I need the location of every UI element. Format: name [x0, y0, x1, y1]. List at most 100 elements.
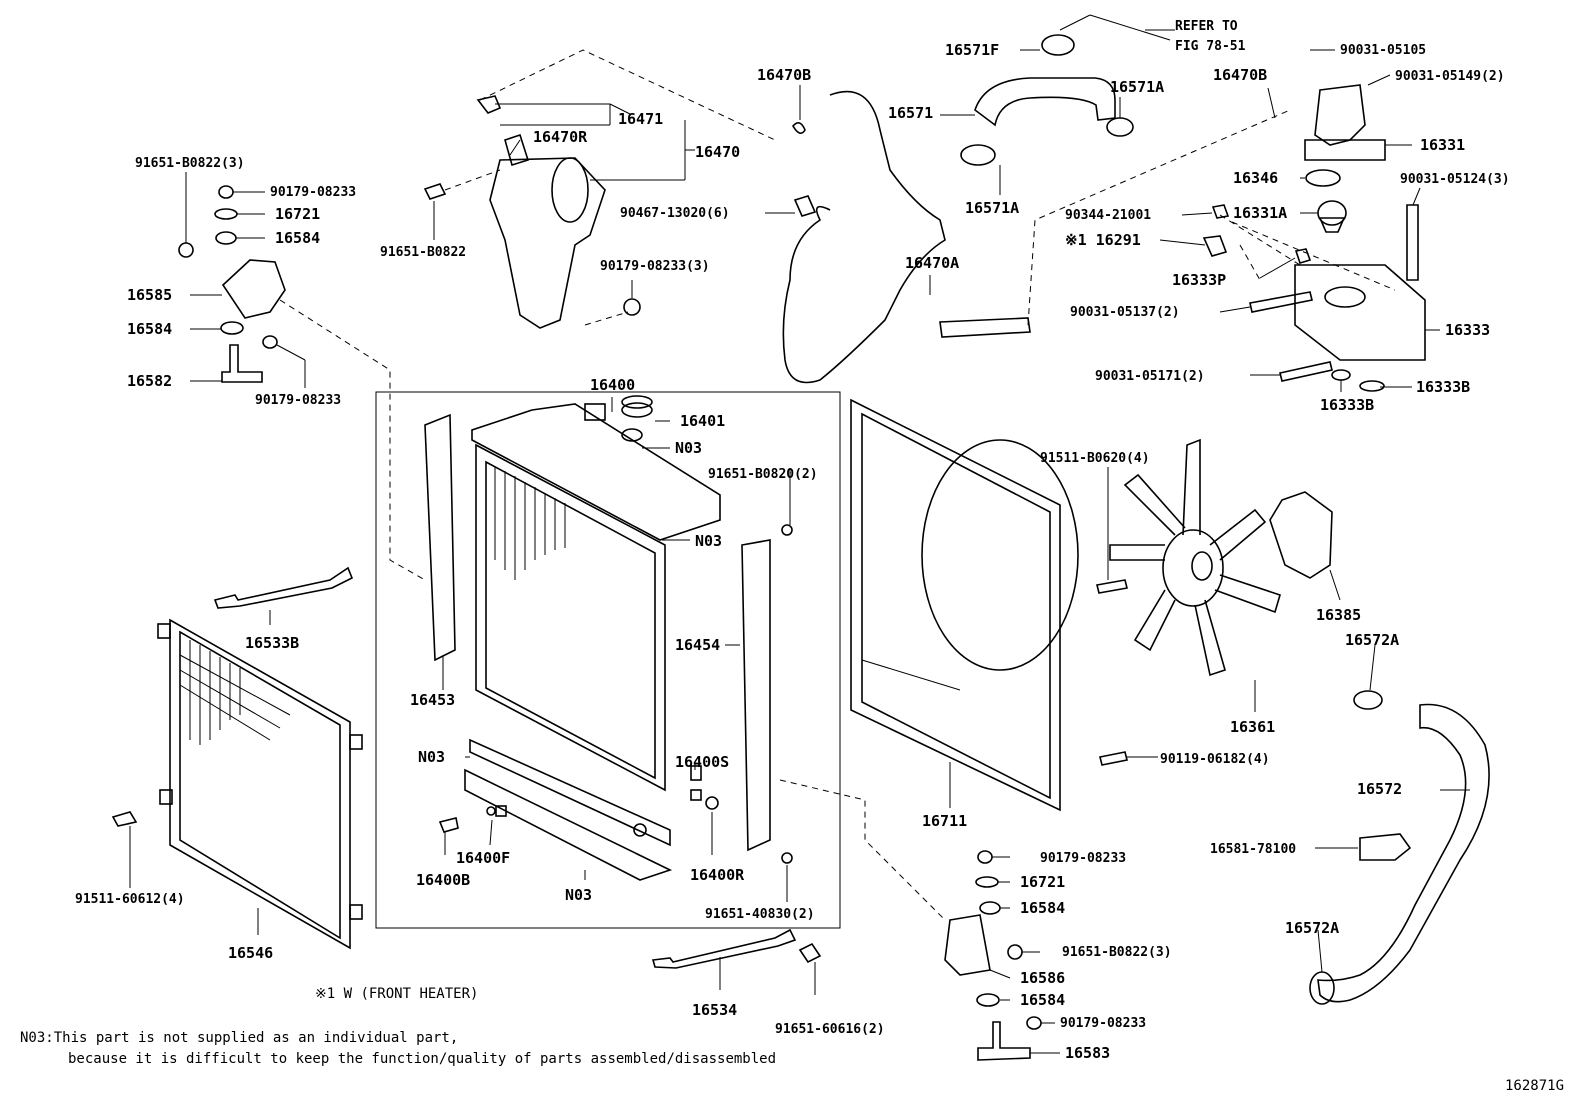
label-91511-60612: 91511-60612(4)	[75, 892, 185, 907]
label-n03-seal: N03	[418, 748, 445, 766]
label-91511-B0620: 91511-B0620(4)	[1040, 451, 1150, 466]
label-90031-05137: 90031-05137(2)	[1070, 305, 1180, 320]
label-16585: 16585	[127, 286, 172, 304]
refer-note-line1: REFER TO	[1175, 19, 1238, 34]
label-16470R: 16470R	[533, 128, 588, 146]
water-inlet-housing[interactable]	[1294, 264, 1426, 392]
hose-clamp-16572A-1[interactable]	[1353, 690, 1383, 710]
pipe-16291[interactable]	[1202, 235, 1228, 257]
label-16470B-2: 16470B	[1213, 66, 1267, 84]
drain-cock-parts[interactable]	[438, 524, 793, 864]
gasket-16333B-1[interactable]	[1331, 369, 1351, 381]
bolt-90031-05171[interactable]	[1279, 361, 1333, 382]
label-16400S: 16400S	[675, 753, 729, 771]
radiator-cap[interactable]	[621, 395, 653, 442]
label-16400: 16400	[590, 376, 635, 394]
plug-16333P[interactable]	[1294, 248, 1312, 264]
label-16586: 16586	[1020, 969, 1065, 987]
condenser[interactable]	[111, 618, 363, 950]
label-n03-upper: N03	[695, 532, 722, 550]
label-16471: 16471	[618, 110, 663, 128]
label-16534: 16534	[692, 1001, 737, 1019]
gasket-16333B-2[interactable]	[1359, 380, 1385, 392]
label-16346: 16346	[1233, 169, 1278, 187]
label-16331: 16331	[1420, 136, 1465, 154]
reservoir-hose[interactable]	[782, 90, 946, 384]
reservoir-hose-end[interactable]	[939, 317, 1031, 338]
radiator-lower-hose[interactable]	[1317, 703, 1490, 1003]
fan-bolts[interactable]	[1096, 579, 1128, 766]
label-n03-lower: N03	[565, 886, 592, 904]
thermostat-gasket[interactable]	[1305, 169, 1341, 187]
reserve-tank[interactable]	[423, 95, 817, 329]
label-16582: 16582	[127, 372, 172, 390]
label-16584-3: 16584	[1020, 899, 1065, 917]
label-16546: 16546	[228, 944, 273, 962]
thermostat[interactable]	[1317, 200, 1347, 233]
label-n03-cap: N03	[675, 439, 702, 457]
n03-note-line2: because it is difficult to keep the func…	[68, 1051, 776, 1067]
label-16721-1: 16721	[275, 205, 320, 223]
hose-clamp-16571F[interactable]	[1041, 34, 1075, 56]
fan-shroud[interactable]	[850, 398, 1079, 812]
hose-guide-16581[interactable]	[1359, 833, 1412, 861]
radiator-mount-upper-left[interactable]	[178, 185, 286, 383]
label-16401: 16401	[680, 412, 725, 430]
radiator-upper-hose[interactable]	[974, 77, 1116, 127]
label-16581-78100: 16581-78100	[1210, 842, 1296, 857]
label-16333P: 16333P	[1172, 271, 1226, 289]
label-90179-08233-d: 90179-08233	[1060, 1016, 1146, 1031]
fan-pulley-spacer[interactable]	[1269, 491, 1333, 579]
part-labels: 16400 16401 N03 N03 N03 N03 16453 16454 …	[20, 19, 1564, 1094]
clip-16470B[interactable]	[792, 122, 806, 134]
label-16571A-1: 16571A	[1110, 78, 1164, 96]
bracket-16534[interactable]	[651, 928, 797, 969]
hose-clamp-16571A-2[interactable]	[960, 144, 996, 166]
bolt-90031-05137[interactable]	[1249, 291, 1313, 313]
label-16711: 16711	[922, 812, 967, 830]
label-16571A-2: 16571A	[965, 199, 1019, 217]
relation-dashed-lines	[279, 49, 1396, 921]
cooling-fan[interactable]	[1109, 438, 1281, 677]
label-91651-B0822-3a: 91651-B0822(3)	[135, 156, 245, 171]
bolt-91651-60616[interactable]	[798, 942, 822, 964]
radiator-core[interactable]	[475, 443, 666, 792]
label-16291: ※1 16291	[1065, 231, 1141, 249]
label-16571: 16571	[888, 104, 933, 122]
label-91651-B0820: 91651-B0820(2)	[708, 467, 818, 482]
refer-note-line2: FIG 78-51	[1175, 39, 1246, 54]
radiator-side-support-right[interactable]	[741, 539, 771, 852]
label-16453: 16453	[410, 691, 455, 709]
label-16333B-2: 16333B	[1416, 378, 1470, 396]
label-16572A-1: 16572A	[1345, 631, 1399, 649]
radiator-side-support-left[interactable]	[424, 413, 456, 662]
radiator-lower-tank[interactable]	[464, 738, 673, 881]
label-16533B: 16533B	[245, 634, 299, 652]
radiator-upper-tank[interactable]	[471, 403, 721, 541]
label-16331A: 16331A	[1233, 204, 1287, 222]
water-outlet[interactable]	[1304, 84, 1386, 161]
hose-clamp-16572A-2[interactable]	[1309, 971, 1335, 1005]
label-16333B-1: 16333B	[1320, 396, 1374, 414]
label-90179-08233-3: 90179-08233(3)	[600, 259, 710, 274]
label-16470A: 16470A	[905, 254, 959, 272]
label-16333: 16333	[1445, 321, 1490, 339]
label-16584-4: 16584	[1020, 991, 1065, 1009]
label-91651-60616: 91651-60616(2)	[775, 1022, 885, 1037]
bolt-90031-05124[interactable]	[1406, 204, 1419, 281]
label-16584-2: 16584	[127, 320, 172, 338]
label-16400B: 16400B	[416, 871, 470, 889]
label-16454: 16454	[675, 636, 720, 654]
label-16583: 16583	[1065, 1044, 1110, 1062]
label-16572: 16572	[1357, 780, 1402, 798]
label-16361: 16361	[1230, 718, 1275, 736]
plug-90344-21001[interactable]	[1211, 204, 1230, 219]
hose-clamp-16571A-1[interactable]	[1106, 117, 1134, 137]
label-16400F: 16400F	[456, 849, 510, 867]
label-90031-05124: 90031-05124(3)	[1400, 172, 1510, 187]
label-16721-2: 16721	[1020, 873, 1065, 891]
label-90344-21001: 90344-21001	[1065, 208, 1151, 223]
radiator-assembly-frame	[375, 391, 841, 929]
bracket-16533B[interactable]	[213, 566, 354, 609]
label-16470: 16470	[695, 143, 740, 161]
